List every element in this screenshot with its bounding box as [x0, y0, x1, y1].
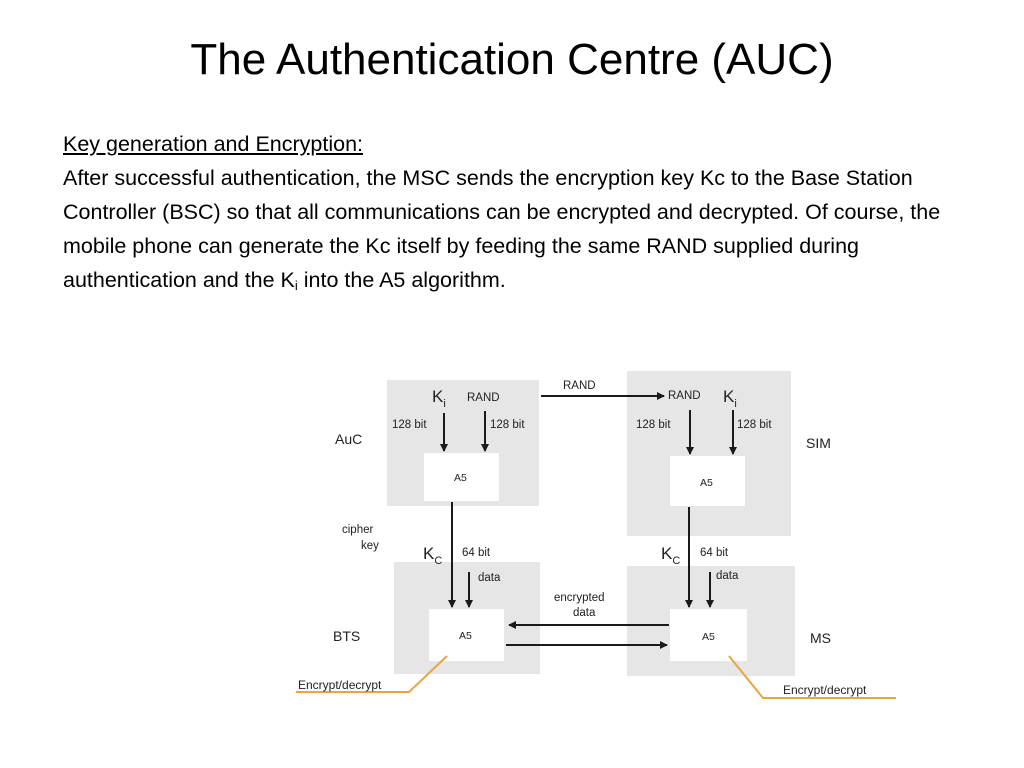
slide-title: The Authentication Centre (AUC): [190, 35, 834, 84]
sim-a5-label: A5: [700, 477, 713, 489]
sim-a5-box: [670, 456, 745, 506]
key-label: key: [361, 540, 379, 552]
section-heading: Key generation and Encryption:: [63, 132, 364, 156]
body-text: Key generation and Encryption: After suc…: [63, 127, 973, 297]
ms-kc-label: KC: [661, 544, 680, 567]
paragraph-text: After successful authentication, the MSC…: [63, 166, 941, 292]
auc-a5-box: [424, 453, 499, 501]
ms-label: MS: [810, 630, 831, 646]
auc-ki-bits-label: 128 bit: [392, 419, 427, 431]
sim-ki-bits-label: 128 bit: [737, 419, 772, 431]
bts-a5-box: [429, 609, 504, 661]
sim-ki-label: Ki: [723, 387, 737, 410]
cipher-label: cipher: [342, 524, 373, 536]
bts-label: BTS: [333, 628, 360, 644]
ms-encrypt-decrypt-label: Encrypt/decrypt: [783, 683, 867, 697]
encrypted-label: encrypted: [554, 592, 605, 604]
sim-rand-label: RAND: [668, 390, 701, 402]
paragraph-subscript: i: [294, 278, 298, 293]
bts-encrypt-callout-line: [296, 655, 448, 693]
auc-rand-label: RAND: [467, 392, 500, 404]
sim-rand-bits-label: 128 bit: [636, 419, 671, 431]
auc-ki-label: Ki: [432, 387, 446, 410]
bts-encrypt-decrypt-label: Encrypt/decrypt: [298, 678, 382, 692]
ms-data-label: data: [716, 570, 739, 582]
sim-label: SIM: [806, 435, 831, 451]
encrypted-data-label: data: [573, 607, 596, 619]
ms-encrypt-callout-line: [728, 655, 896, 699]
ms-a5-label: A5: [702, 631, 715, 643]
auc-rand-bits-label: 128 bit: [490, 419, 525, 431]
sim-panel: [627, 371, 791, 536]
ms-64bit-label: 64 bit: [700, 547, 729, 559]
bts-kc-label: KC: [423, 544, 442, 567]
auc-label: AuC: [335, 431, 362, 447]
paragraph-text-end: into the A5 algorithm.: [297, 268, 506, 292]
auc-a5-label: A5: [454, 472, 467, 484]
rand-transfer-label: RAND: [563, 380, 596, 392]
bts-data-label: data: [478, 572, 501, 584]
bts-64bit-label: 64 bit: [462, 547, 491, 559]
ms-a5-box: [670, 609, 747, 661]
bts-a5-label: A5: [459, 630, 472, 642]
